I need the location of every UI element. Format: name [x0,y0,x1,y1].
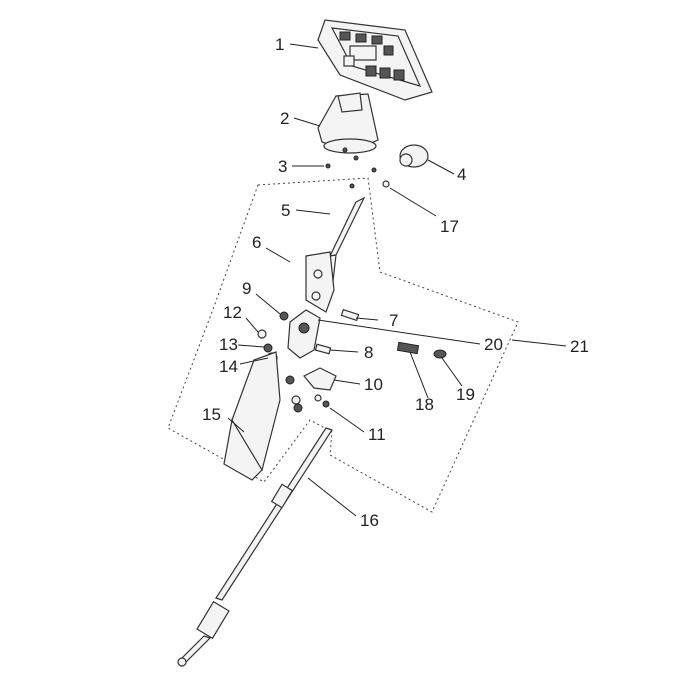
part-bolt-17 [382,180,390,188]
part-shift-cable [177,427,333,667]
part-shift-indicator-panel [317,19,433,101]
part-link-plate [303,367,337,391]
callout-5: 5 [281,201,290,220]
callout-9: 9 [242,279,251,298]
callout-15: 15 [202,405,221,424]
callout-20: 20 [484,335,503,354]
callout-12: 12 [223,303,242,322]
part-pin-7 [340,308,360,322]
callout-8: 8 [364,343,373,362]
part-screws [325,147,377,189]
callout-21: 21 [570,337,589,356]
callout-13: 13 [219,335,238,354]
callout-18: 18 [415,395,434,414]
part-washers [257,311,303,413]
callout-3: 3 [278,157,287,176]
callout-2: 2 [280,109,289,128]
part-nuts-11 [314,394,330,408]
part-lever-bracket [305,251,335,313]
callout-17: 17 [440,217,459,236]
callout-4: 4 [457,165,466,184]
leader-lines [227,43,567,517]
callout-16: 16 [360,511,379,530]
callout-6: 6 [252,233,261,252]
part-pivot-block [287,309,321,359]
callout-14: 14 [219,357,238,376]
part-mounting-bracket [223,351,281,481]
part-shift-knob [399,144,429,168]
part-pin-8 [314,343,332,355]
callout-labels: 1 2 3 4 5 6 7 8 9 10 11 12 13 14 15 16 1… [202,35,589,530]
part-boot-housing [317,92,379,154]
callout-11: 11 [368,425,386,444]
callout-7: 7 [389,311,398,330]
part-grommet [433,349,447,359]
part-rubber-pad [396,341,420,355]
callout-19: 19 [456,385,475,404]
callout-10: 10 [364,375,383,394]
callout-1: 1 [275,35,284,54]
